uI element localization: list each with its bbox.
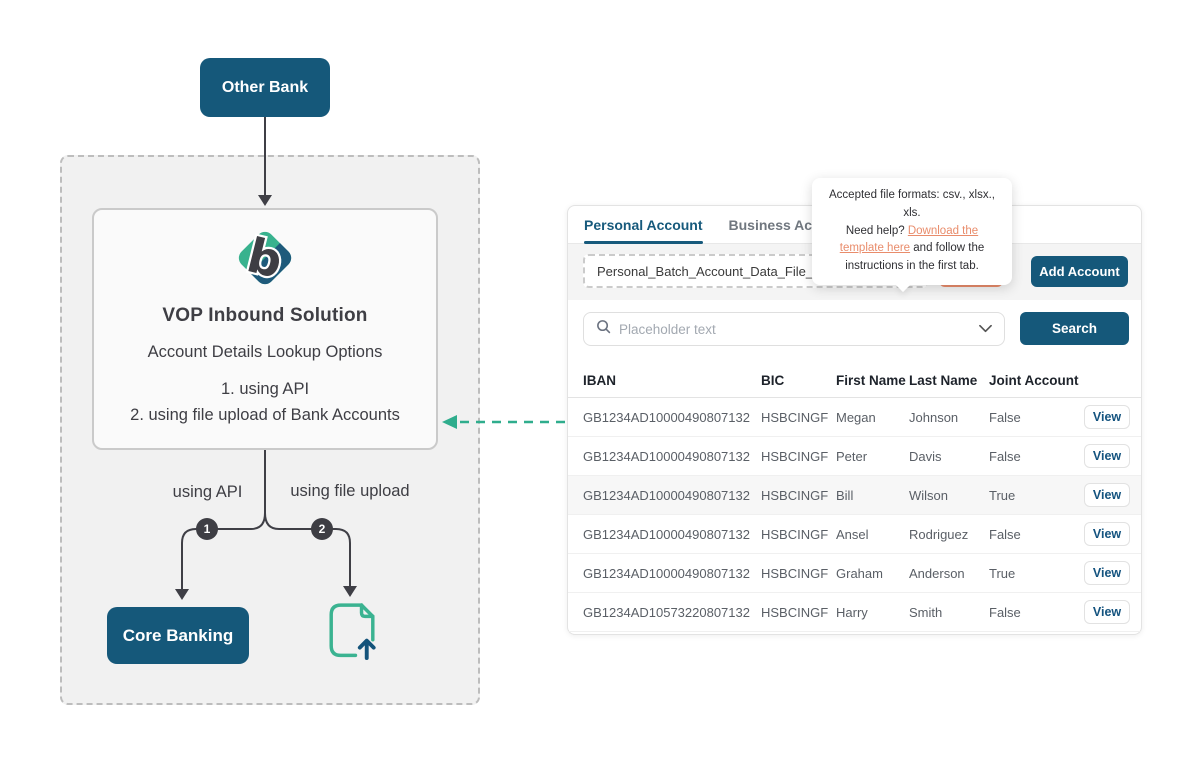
branch-label-api: using API xyxy=(172,483,243,501)
cell-first-name: Bill xyxy=(836,487,854,503)
cell-iban: GB1234AD10000490807132 xyxy=(583,487,750,503)
table-row: GB1234AD10573220807132 HSBCINGF Harry Sm… xyxy=(568,593,1141,632)
table-header-row: IBAN BIC First Name Last Name Joint Acco… xyxy=(568,364,1141,398)
search-button[interactable]: Search xyxy=(1020,312,1129,345)
cell-first-name: Megan xyxy=(836,409,876,425)
cell-joint-account: False xyxy=(989,409,1021,425)
header-last-name: Last Name xyxy=(909,373,978,388)
cell-bic: HSBCINGF xyxy=(761,409,829,425)
cell-first-name: Peter xyxy=(836,448,868,464)
table-row: GB1234AD10000490807132 HSBCINGF Bill Wil… xyxy=(568,476,1141,515)
cell-bic: HSBCINGF xyxy=(761,604,829,620)
cell-joint-account: False xyxy=(989,448,1021,464)
cell-last-name: Davis xyxy=(909,448,942,464)
svg-text:b: b xyxy=(242,228,288,290)
cell-bic: HSBCINGF xyxy=(761,565,829,581)
header-joint-account: Joint Account xyxy=(989,373,1079,388)
core-banking-node: Core Banking xyxy=(107,607,249,664)
cell-joint-account: True xyxy=(989,565,1016,581)
uploaded-filename: Personal_Batch_Account_Data_File_Templat… xyxy=(597,263,864,279)
table-row: GB1234AD10000490807132 HSBCINGF Ansel Ro… xyxy=(568,515,1141,554)
vop-subtitle: Account Details Lookup Options xyxy=(147,343,383,361)
cell-iban: GB1234AD10000490807132 xyxy=(583,526,750,542)
vop-logo-icon: b xyxy=(232,226,298,295)
search-icon xyxy=(596,319,611,339)
cell-first-name: Ansel xyxy=(836,526,869,542)
header-iban: IBAN xyxy=(583,373,616,388)
cell-iban: GB1234AD10000490807132 xyxy=(583,409,750,425)
file-upload-icon xyxy=(326,597,378,672)
table-row: GB1234AD10000490807132 HSBCINGF Peter Da… xyxy=(568,437,1141,476)
tab-personal-account[interactable]: Personal Account xyxy=(584,206,703,244)
tooltip-line2-suffix: and follow the instructions in the first… xyxy=(845,242,985,273)
tooltip-line2-prefix: Need help? xyxy=(845,224,908,237)
cell-last-name: Anderson xyxy=(909,565,965,581)
cell-bic: HSBCINGF xyxy=(761,448,829,464)
table-row: GB1234AD10000490807132 HSBCINGF Megan Jo… xyxy=(568,398,1141,437)
table-row: GB1234AD10000490807132 HSBCINGF Graham A… xyxy=(568,554,1141,593)
cell-last-name: Rodriguez xyxy=(909,526,969,542)
download-template-link[interactable]: Download the template here xyxy=(839,224,979,255)
cell-first-name: Harry xyxy=(836,604,868,620)
other-bank-label: Other Bank xyxy=(221,78,309,96)
view-button[interactable]: View xyxy=(1084,444,1130,468)
table-body: GB1234AD10000490807132 HSBCINGF Megan Jo… xyxy=(568,398,1141,632)
tooltip-line1: Accepted file formats: csv., xlsx., xls. xyxy=(829,189,995,219)
header-bic: BIC xyxy=(761,373,785,388)
accounts-table: IBAN BIC First Name Last Name Joint Acco… xyxy=(568,364,1141,632)
cell-iban: GB1234AD10000490807132 xyxy=(583,448,750,464)
help-tooltip: Accepted file formats: csv., xlsx., xls.… xyxy=(812,178,1012,286)
view-button[interactable]: View xyxy=(1084,600,1130,624)
search-field[interactable] xyxy=(583,312,1005,346)
cell-joint-account: False xyxy=(989,526,1021,542)
cell-iban: GB1234AD10573220807132 xyxy=(583,604,750,620)
branch-badge-1: 1 xyxy=(196,518,218,540)
vop-title: VOP Inbound Solution xyxy=(162,305,368,326)
cell-iban: GB1234AD10000490807132 xyxy=(583,565,750,581)
cell-last-name: Wilson xyxy=(909,487,949,503)
view-button[interactable]: View xyxy=(1084,483,1130,507)
cell-bic: HSBCINGF xyxy=(761,487,829,503)
cell-bic: HSBCINGF xyxy=(761,526,829,542)
vop-inbound-node: b VOP Inbound Solution Account Details L… xyxy=(92,208,438,450)
other-bank-node: Other Bank xyxy=(200,58,330,117)
view-button[interactable]: View xyxy=(1084,405,1130,429)
branch-badge-2: 2 xyxy=(311,518,333,540)
view-button[interactable]: View xyxy=(1084,561,1130,585)
core-banking-label: Core Banking xyxy=(122,625,234,645)
vop-option-file-upload: 2. using file upload of Bank Accounts xyxy=(130,406,400,425)
chevron-down-icon[interactable] xyxy=(979,320,992,338)
search-input[interactable] xyxy=(619,321,979,337)
cell-last-name: Smith xyxy=(909,604,943,620)
header-first-name: First Name xyxy=(836,373,906,388)
view-button[interactable]: View xyxy=(1084,522,1130,546)
cell-first-name: Graham xyxy=(836,565,883,581)
add-account-button[interactable]: Add Account xyxy=(1031,256,1128,287)
vop-option-api: 1. using API xyxy=(220,380,310,398)
cell-last-name: Johnson xyxy=(909,409,959,425)
branch-label-file-upload: using file upload xyxy=(290,482,410,500)
cell-joint-account: False xyxy=(989,604,1021,620)
cell-joint-account: True xyxy=(989,487,1016,503)
